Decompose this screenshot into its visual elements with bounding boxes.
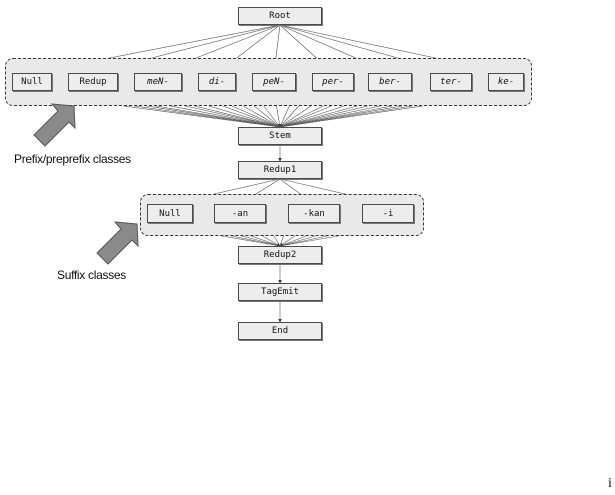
prefix-classes-caption: Prefix/preprefix classes xyxy=(14,152,131,166)
prefix-per-node: per- xyxy=(312,73,354,91)
prefix-ke-node: ke- xyxy=(488,73,524,91)
prefix-redup-node: Redup xyxy=(68,73,118,91)
suffix-an-node: -an xyxy=(214,204,266,223)
root-node: Root xyxy=(238,7,322,25)
tagemit-node: TagEmit xyxy=(238,283,322,301)
redup1-node: Redup1 xyxy=(238,161,322,179)
suffix-classes-caption: Suffix classes xyxy=(57,268,126,282)
prefix-ber-node: ber- xyxy=(368,73,412,91)
redup2-node: Redup2 xyxy=(238,246,322,264)
prefix-di-node: di- xyxy=(198,73,236,91)
suffix-i-node: -i xyxy=(362,204,414,223)
page-mark: i xyxy=(608,476,612,491)
suffix-null-node: Null xyxy=(147,204,193,223)
prefix-ter-node: ter- xyxy=(430,73,472,91)
suffix-kan-node: -kan xyxy=(288,204,340,223)
stem-node: Stem xyxy=(238,127,322,145)
end-node: End xyxy=(238,322,322,340)
prefix-null-node: Null xyxy=(12,73,52,91)
prefix-pen-node: peN- xyxy=(252,73,296,91)
gray-block-arrow-icon xyxy=(96,221,139,265)
gray-block-arrow-icon xyxy=(33,103,76,147)
prefix-men-node: meN- xyxy=(134,73,182,91)
